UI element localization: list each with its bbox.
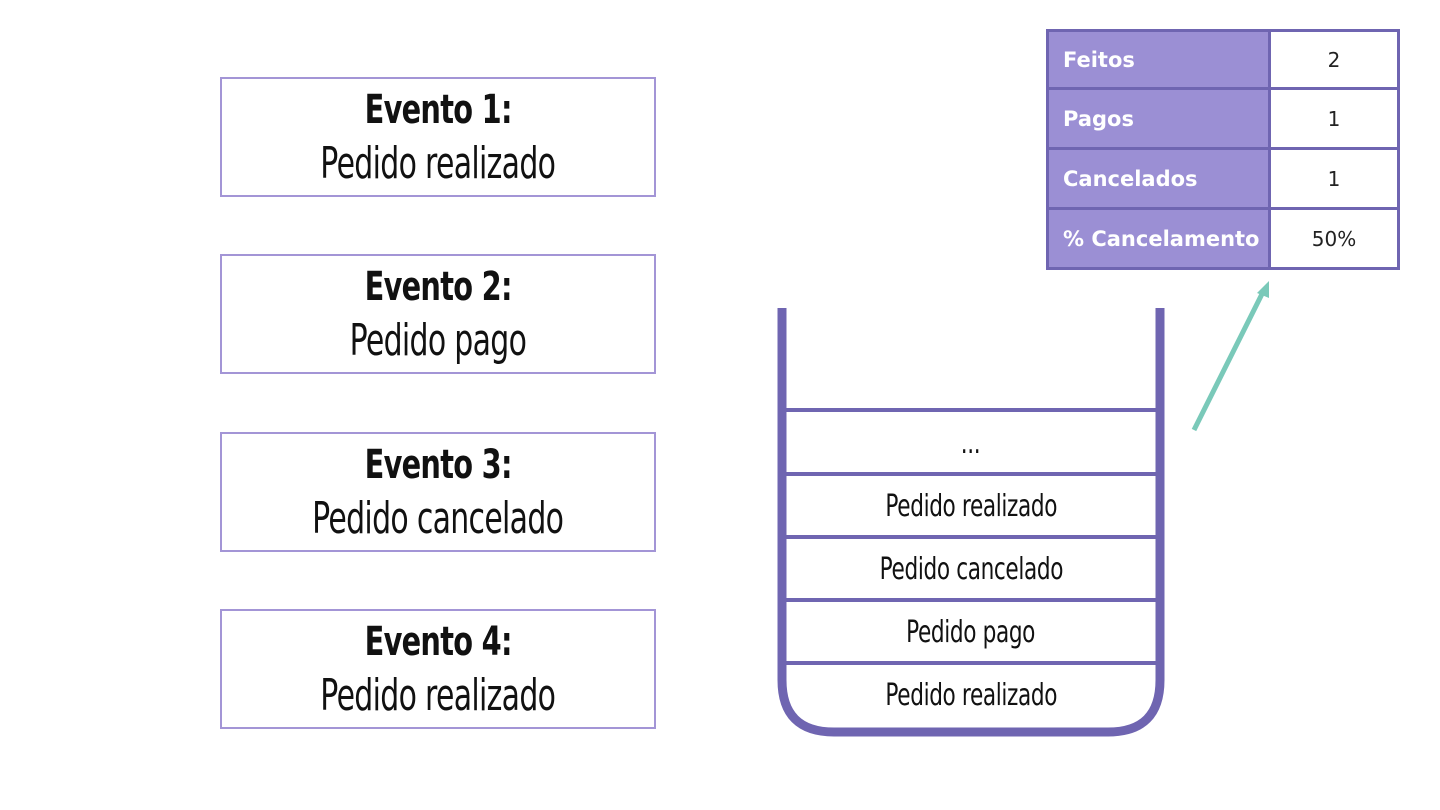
metric-value: 2 bbox=[1268, 29, 1400, 90]
table-row: Feitos 2 bbox=[1046, 29, 1400, 90]
stack-item-label: Pedido realizado bbox=[885, 678, 1057, 713]
stack-item: ... bbox=[786, 412, 1156, 475]
arrow-shaft bbox=[1191, 292, 1265, 432]
stack-item-label: Pedido realizado bbox=[885, 489, 1057, 524]
table-row: Pagos 1 bbox=[1046, 87, 1400, 150]
stack-item-label: Pedido cancelado bbox=[879, 552, 1063, 587]
event-title: Evento 1: bbox=[364, 87, 512, 133]
event-description: Pedido pago bbox=[349, 315, 527, 366]
metric-value: 50% bbox=[1268, 207, 1400, 270]
event-title: Evento 4: bbox=[364, 619, 512, 665]
stack-item: Pedido cancelado bbox=[786, 538, 1156, 601]
stack-item: Pedido realizado bbox=[786, 664, 1156, 727]
event-box-2: Evento 2: Pedido pago bbox=[220, 254, 656, 374]
table-row: % Cancelamento 50% bbox=[1046, 207, 1400, 270]
event-description: Pedido realizado bbox=[320, 138, 557, 189]
metric-value: 1 bbox=[1268, 87, 1400, 150]
metric-value: 1 bbox=[1268, 147, 1400, 210]
table-row: Cancelados 1 bbox=[1046, 147, 1400, 210]
metric-label: Feitos bbox=[1046, 29, 1271, 90]
metric-label: Cancelados bbox=[1046, 147, 1271, 210]
metric-label: Pagos bbox=[1046, 87, 1271, 150]
event-stack: ... Pedido realizado Pedido cancelado Pe… bbox=[786, 412, 1156, 727]
arrow-head bbox=[1257, 281, 1269, 298]
stack-item: Pedido pago bbox=[786, 601, 1156, 664]
metric-label: % Cancelamento bbox=[1046, 207, 1271, 270]
event-box-1: Evento 1: Pedido realizado bbox=[220, 77, 656, 197]
stack-item: Pedido realizado bbox=[786, 475, 1156, 538]
event-box-3: Evento 3: Pedido cancelado bbox=[220, 432, 656, 552]
stack-item-label: ... bbox=[961, 426, 981, 461]
event-description: Pedido cancelado bbox=[312, 493, 564, 544]
event-box-4: Evento 4: Pedido realizado bbox=[220, 609, 656, 729]
event-title: Evento 2: bbox=[364, 264, 512, 310]
stack-container-outline bbox=[777, 308, 1165, 737]
metrics-table: Feitos 2 Pagos 1 Cancelados 1 % Cancelam… bbox=[1046, 29, 1400, 270]
event-description: Pedido realizado bbox=[320, 670, 557, 721]
event-title: Evento 3: bbox=[364, 442, 512, 488]
stack-item-label: Pedido pago bbox=[906, 615, 1036, 650]
